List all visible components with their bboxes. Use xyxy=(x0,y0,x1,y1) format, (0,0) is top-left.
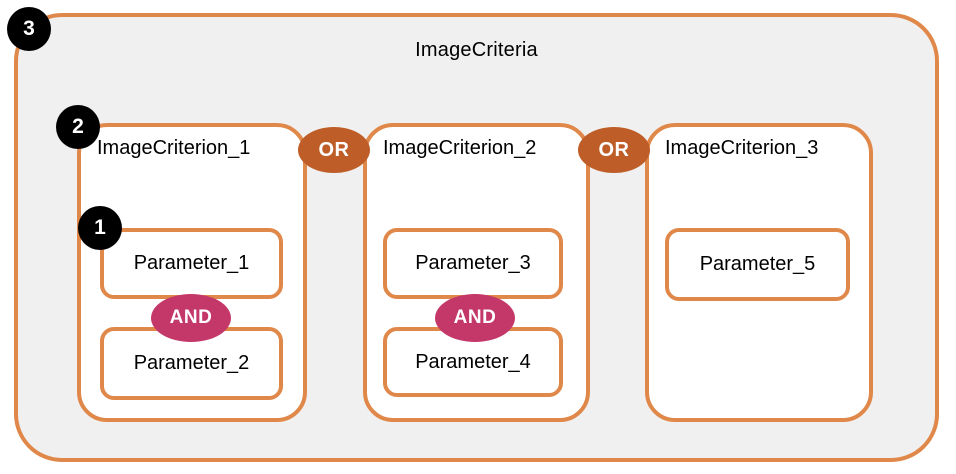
image-criterion-1-label: ImageCriterion_1 xyxy=(97,137,251,159)
image-criteria-title: ImageCriteria xyxy=(415,39,538,61)
image-criterion-2-label: ImageCriterion_2 xyxy=(383,137,537,159)
image-criterion-3-box: ImageCriterion_3 Parameter_5 xyxy=(645,123,873,422)
and-connector-badge: AND xyxy=(151,294,231,342)
image-criterion-1-box: ImageCriterion_1 Parameter_1 AND Paramet… xyxy=(77,123,307,422)
image-criterion-3-label: ImageCriterion_3 xyxy=(665,137,819,159)
parameter-1-box: Parameter_1 xyxy=(100,228,283,299)
or-connector-badge: OR xyxy=(578,127,650,173)
parameter-3-box: Parameter_3 xyxy=(383,228,563,299)
image-criterion-2-box: ImageCriterion_2 Parameter_3 AND Paramet… xyxy=(363,123,590,422)
or-connector-badge: OR xyxy=(298,127,370,173)
callout-1-badge: 1 xyxy=(78,206,122,250)
parameter-5-box: Parameter_5 xyxy=(665,228,850,301)
callout-3-badge: 3 xyxy=(7,7,51,51)
callout-2-badge: 2 xyxy=(56,105,100,149)
parameter-2-box: Parameter_2 xyxy=(100,327,283,400)
and-connector-badge: AND xyxy=(435,294,515,342)
